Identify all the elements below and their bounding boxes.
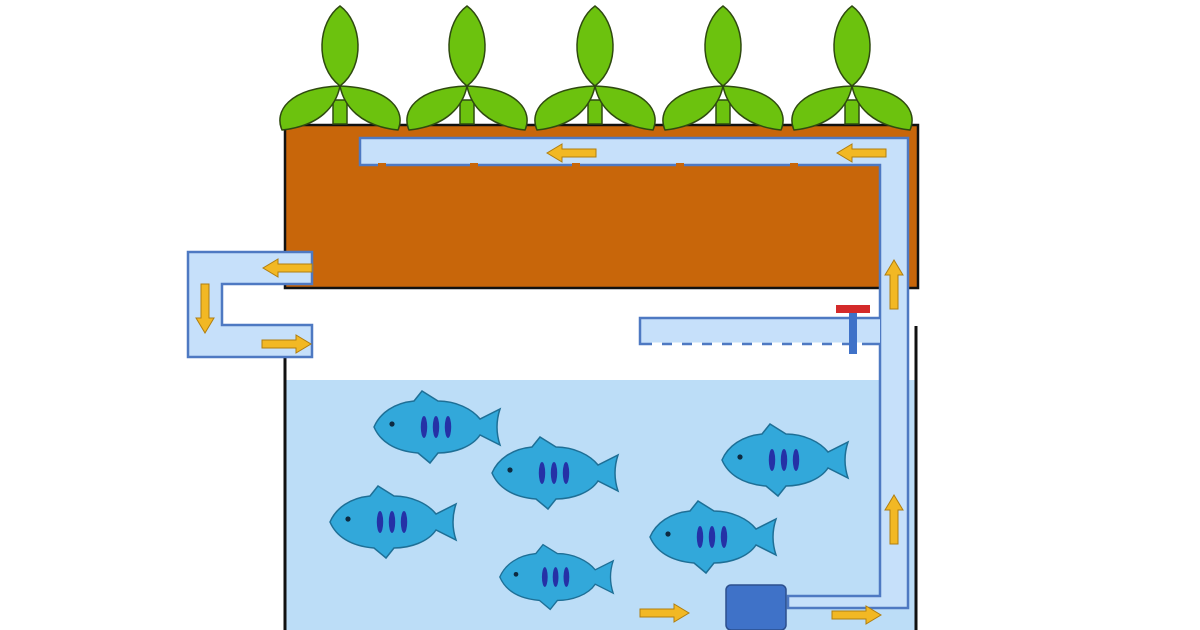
plant-icon xyxy=(534,5,656,131)
plants-row xyxy=(279,5,913,131)
aeration-branch-pipe xyxy=(638,305,880,354)
valve-handle-icon xyxy=(836,305,870,313)
flow-arrow-icon xyxy=(195,283,215,334)
drain-siphon-pipe xyxy=(186,250,314,359)
flow-arrows xyxy=(195,143,904,625)
plant-icon xyxy=(406,5,528,131)
plant-icon xyxy=(791,5,913,131)
flow-arrow-icon xyxy=(831,605,882,625)
plant-icon xyxy=(662,5,784,131)
water-pump-icon xyxy=(725,584,787,630)
drip-holes xyxy=(378,163,798,168)
return-pipe xyxy=(358,136,910,610)
flow-arrow-icon xyxy=(262,258,313,278)
flow-arrow-icon xyxy=(884,259,904,310)
valve-stem-icon xyxy=(849,313,857,354)
flow-arrow-icon xyxy=(884,494,904,545)
flow-arrow-icon xyxy=(639,603,690,623)
flow-arrow-icon xyxy=(546,143,597,163)
plant-icon xyxy=(279,5,401,131)
flow-arrow-icon xyxy=(261,334,312,354)
flow-arrow-icon xyxy=(836,143,887,163)
